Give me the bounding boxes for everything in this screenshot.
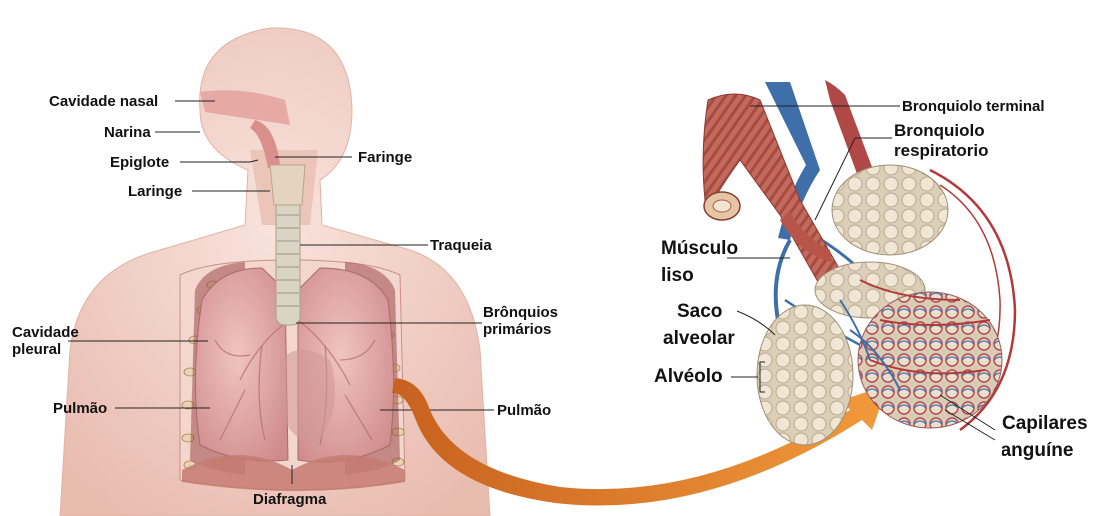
label-bronquiolo-respiratorio: Bronquiolo respiratorio xyxy=(894,121,988,161)
label-saco-alveolar: Saco alveolar xyxy=(663,298,735,352)
label-cavidade-nasal: Cavidade nasal xyxy=(49,93,158,110)
label-pulmao-left: Pulmão xyxy=(53,400,107,417)
label-musculo-liso: Músculo liso xyxy=(661,235,738,289)
label-bronquios-line1: Brônquios xyxy=(483,304,558,321)
label-saco-alveolar-line2: alveolar xyxy=(663,325,735,352)
alveolar-sac xyxy=(757,305,853,445)
label-cavidade-pleural: Cavidade pleural xyxy=(12,324,79,358)
left-lung xyxy=(195,268,288,461)
label-bronquios-line2: primários xyxy=(483,321,558,338)
label-bronquiolo-respiratorio-line1: Bronquiolo xyxy=(894,121,988,141)
label-pulmao-right: Pulmão xyxy=(497,402,551,419)
label-cavidade-pleural-line1: Cavidade xyxy=(12,324,79,341)
label-laringe: Laringe xyxy=(128,183,182,200)
label-bronquios-primarios: Brônquios primários xyxy=(483,304,558,338)
label-bronquiolo-terminal: Bronquiolo terminal xyxy=(902,98,1045,115)
label-traqueia: Traqueia xyxy=(430,237,492,254)
label-faringe: Faringe xyxy=(358,149,412,166)
label-capilares-line1: Capilares xyxy=(1002,410,1103,437)
label-narina: Narina xyxy=(104,124,151,141)
label-musculo-liso-line1: Músculo xyxy=(661,235,738,262)
capillary-network xyxy=(858,292,1002,428)
label-bronquiolo-respiratorio-line2: respiratorio xyxy=(894,141,988,161)
label-musculo-liso-line2: liso xyxy=(661,262,738,289)
label-saco-alveolar-line1: Saco xyxy=(663,298,735,325)
label-epiglote: Epiglote xyxy=(110,154,169,171)
label-cavidade-pleural-line2: pleural xyxy=(12,341,79,358)
label-alveolo: Alvéolo xyxy=(654,367,723,387)
label-diafragma: Diafragma xyxy=(253,491,326,508)
